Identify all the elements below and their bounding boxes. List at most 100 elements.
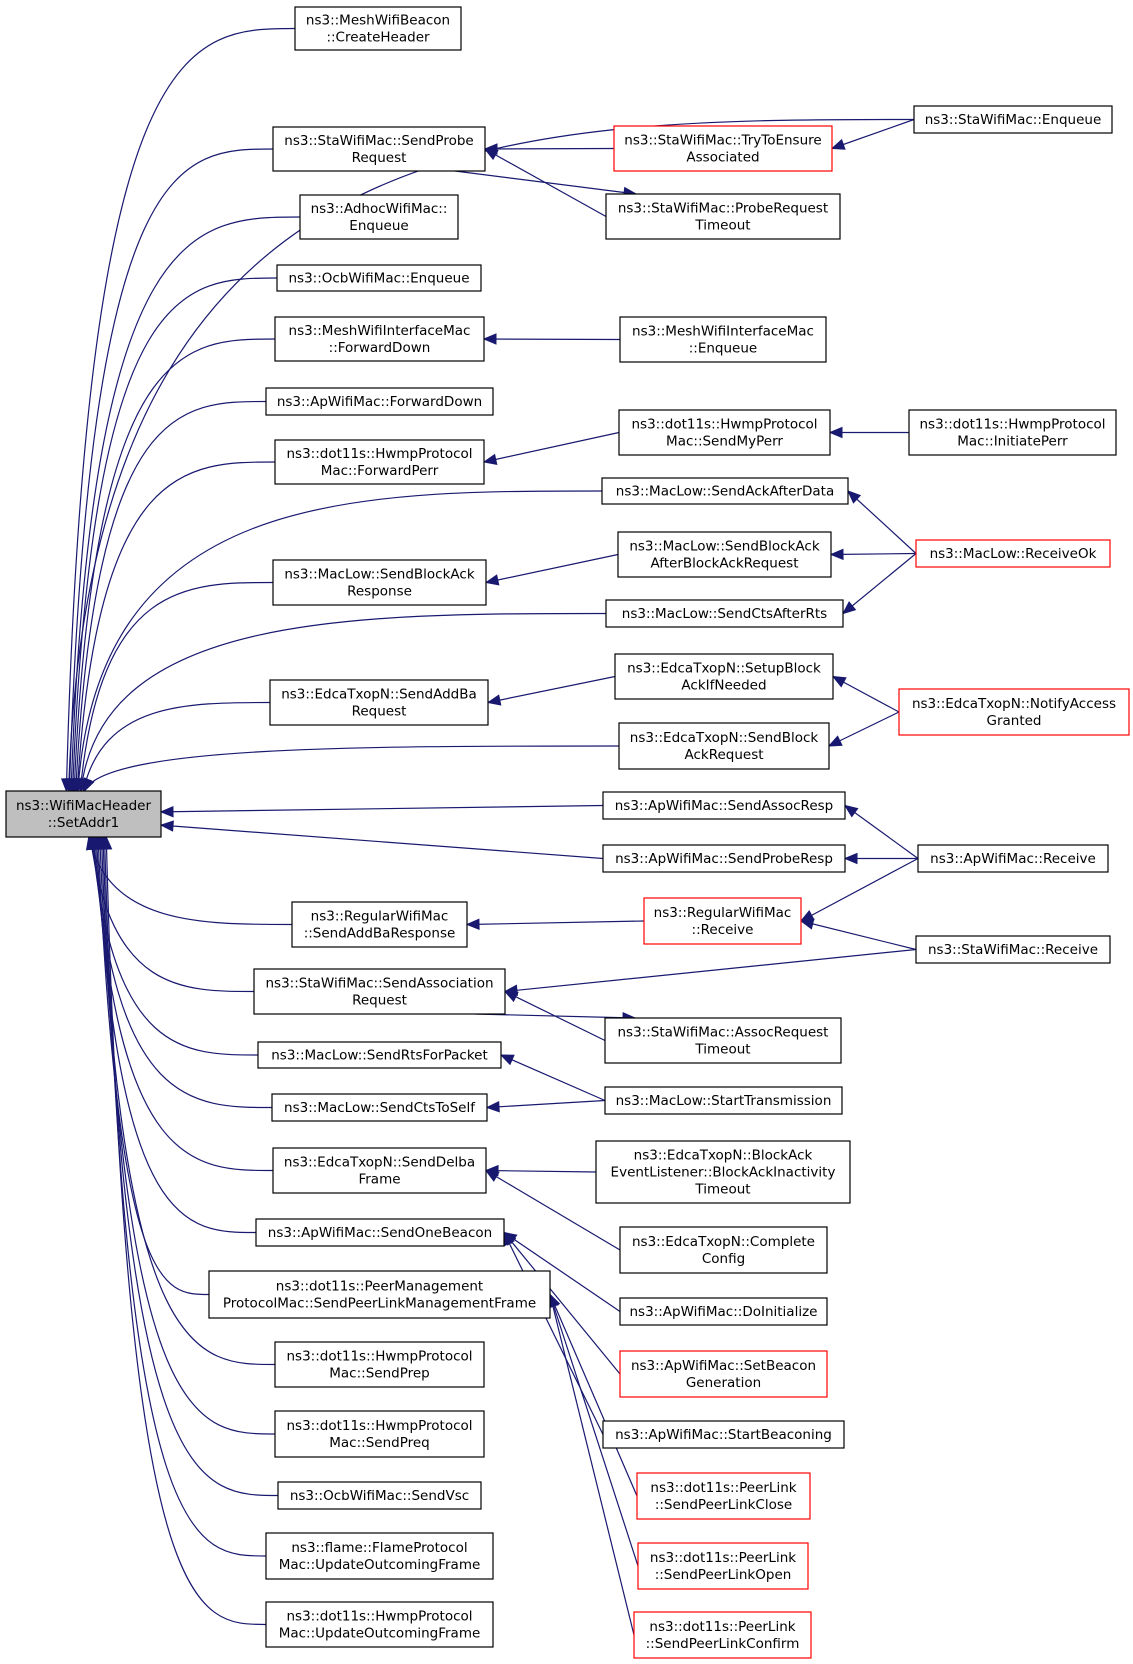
arrowhead	[830, 138, 846, 150]
node-box	[269, 679, 489, 726]
node-c7[interactable]: ns3::dot11s::HwmpProtocolMac::ForwardPer…	[274, 439, 485, 485]
node-r6[interactable]: ns3::StaWifiMac::Receive	[915, 935, 1111, 964]
node-c15[interactable]: ns3::ApWifiMac::SendOneBeacon	[255, 1218, 505, 1247]
node-c20[interactable]: ns3::flame::FlameProtocolMac::UpdateOutc…	[265, 1532, 494, 1580]
edge-line	[79, 581, 274, 792]
node-m14[interactable]: ns3::MacLow::StartTransmission	[604, 1086, 843, 1115]
arrowhead	[827, 735, 843, 747]
node-label: EventListener::BlockAckInactivity	[611, 1165, 836, 1181]
node-r2[interactable]: ns3::dot11s::HwmpProtocolMac::InitiatePe…	[908, 409, 1117, 456]
node-box	[619, 1297, 828, 1326]
node-label: Timeout	[694, 1042, 750, 1058]
edge-c15-to-root	[91, 835, 257, 1234]
node-c6[interactable]: ns3::ApWifiMac::ForwardDown	[265, 387, 494, 416]
node-label: ::SetAddr1	[48, 815, 120, 831]
node-r3[interactable]: ns3::MacLow::ReceiveOk	[915, 539, 1111, 568]
arrowhead	[484, 574, 500, 586]
edge-line	[485, 1169, 597, 1173]
node-label: ::ForwardDown	[329, 340, 431, 356]
arrowhead	[482, 333, 497, 345]
edge-c7-to-root	[72, 461, 276, 793]
arrowhead	[63, 778, 75, 793]
edge-m19-to-c15	[503, 1231, 604, 1435]
node-r1[interactable]: ns3::StaWifiMac::Enqueue	[913, 105, 1113, 134]
node-label: Request	[352, 150, 407, 166]
edge-c13-to-root	[88, 835, 273, 1109]
edge-c16-to-root	[92, 835, 210, 1296]
edge-c3-to-root	[65, 216, 301, 793]
node-c19[interactable]: ns3::OcbWifiMac::SendVsc	[277, 1481, 482, 1510]
edge-r2-to-m4	[828, 426, 909, 439]
node-m10[interactable]: ns3::ApWifiMac::SendAssocResp	[602, 791, 846, 820]
node-box	[605, 193, 841, 240]
edge-line	[83, 745, 620, 792]
edge-line	[485, 1169, 621, 1251]
edge-m12-to-c10	[465, 918, 645, 931]
node-m20[interactable]: ns3::dot11s::PeerLink::SendPeerLinkClose	[636, 1472, 811, 1520]
node-c4[interactable]: ns3::OcbWifiMac::Enqueue	[276, 264, 482, 292]
node-box	[636, 1472, 811, 1520]
node-c5[interactable]: ns3::MeshWifiInterfaceMac::ForwardDown	[274, 316, 485, 362]
node-m22[interactable]: ns3::dot11s::PeerLink::SendPeerLinkConfi…	[633, 1611, 812, 1659]
node-m19[interactable]: ns3::ApWifiMac::StartBeaconing	[602, 1420, 845, 1449]
edge-m22-to-c16	[547, 1293, 635, 1636]
node-label: Mac::ForwardPerr	[321, 463, 439, 479]
node-m7[interactable]: ns3::MacLow::SendCtsAfterRts	[605, 599, 844, 628]
node-m12[interactable]: ns3::RegularWifiMac::Receive	[643, 897, 802, 945]
arrowhead	[828, 426, 843, 439]
node-r5[interactable]: ns3::ApWifiMac::Receive	[917, 844, 1109, 873]
node-label: ns3::EdcaTxopN::BlockAck	[634, 1148, 813, 1164]
node-c13[interactable]: ns3::MacLow::SendCtsToSelf	[271, 1093, 488, 1122]
node-box	[265, 1601, 494, 1648]
node-label: ns3::StaWifiMac::SendProbe	[284, 133, 473, 149]
node-m17[interactable]: ns3::ApWifiMac::DoInitialize	[619, 1297, 828, 1326]
node-label: ::SendPeerLinkClose	[655, 1497, 792, 1513]
node-c16[interactable]: ns3::dot11s::PeerManagementProtocolMac::…	[208, 1270, 551, 1319]
node-c12[interactable]: ns3::MacLow::SendRtsForPacket	[257, 1041, 502, 1069]
node-box	[274, 439, 485, 485]
arrowhead	[847, 490, 862, 504]
node-label: AckRequest	[684, 747, 763, 763]
node-c10[interactable]: ns3::RegularWifiMac::SendAddBaResponse	[291, 901, 468, 948]
node-m15[interactable]: ns3::EdcaTxopN::BlockAckEventListener::B…	[595, 1140, 851, 1204]
node-m6[interactable]: ns3::MacLow::SendBlockAckAfterBlockAckRe…	[617, 531, 832, 578]
edge-line	[82, 701, 271, 792]
arrowhead	[159, 820, 174, 832]
node-m3[interactable]: ns3::MeshWifiInterfaceMac::Enqueue	[619, 316, 827, 363]
node-label: ns3::StaWifiMac::Receive	[928, 942, 1098, 958]
node-m5[interactable]: ns3::MacLow::SendAckAfterData	[601, 477, 849, 505]
edge-c19-to-root	[97, 835, 279, 1497]
edge-r3-to-m5	[847, 490, 917, 554]
node-root[interactable]: ns3::WifiMacHeader::SetAddr1	[5, 790, 162, 838]
node-label: Associated	[686, 150, 759, 166]
node-m21[interactable]: ns3::dot11s::PeerLink::SendPeerLinkOpen	[637, 1542, 809, 1590]
node-label: ns3::EdcaTxopN::SendBlock	[630, 730, 819, 746]
node-m11[interactable]: ns3::ApWifiMac::SendProbeResp	[602, 844, 846, 873]
node-label: ns3::AdhocWifiMac::	[311, 201, 448, 217]
node-box	[276, 264, 482, 292]
node-label: Timeout	[694, 1182, 750, 1198]
node-c3[interactable]: ns3::AdhocWifiMac::Enqueue	[299, 194, 459, 240]
edge-line	[844, 805, 919, 859]
node-c1[interactable]: ns3::MeshWifiBeacon::CreateHeader	[294, 6, 462, 51]
node-box	[595, 1140, 851, 1204]
arrowhead	[484, 1169, 500, 1182]
node-box	[633, 1611, 812, 1659]
node-c21[interactable]: ns3::dot11s::HwmpProtocolMac::UpdateOutc…	[265, 1601, 494, 1648]
